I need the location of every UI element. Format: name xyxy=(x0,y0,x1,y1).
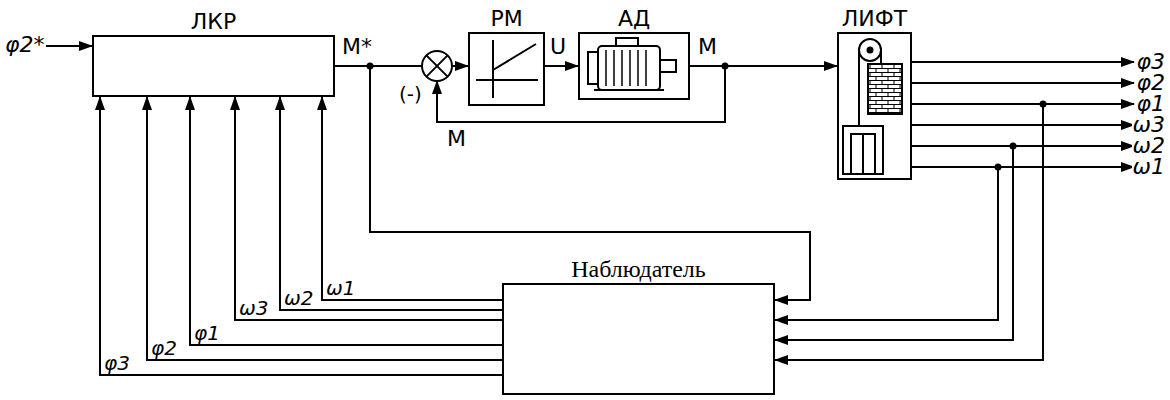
lift-illustration xyxy=(868,48,873,53)
output-signal-lines xyxy=(912,82,1134,84)
output-signal-lines xyxy=(912,61,1134,63)
signal-name: φ2 xyxy=(150,338,178,358)
signal-name: φ2 xyxy=(1135,72,1166,94)
observer-box: Наблюдатель xyxy=(502,283,775,395)
summing-junction xyxy=(426,55,447,76)
motor-symbol xyxy=(588,38,676,90)
regulator-characteristic xyxy=(493,44,536,70)
signal-name: φ1 xyxy=(193,323,221,343)
motor-box: АД xyxy=(578,32,690,100)
motor-symbol xyxy=(598,46,660,90)
input-arrow xyxy=(46,45,92,47)
lift-illustration xyxy=(862,134,864,174)
block-title: РМ xyxy=(490,7,522,31)
output-signal-lines xyxy=(912,103,1134,105)
lift-illustration xyxy=(843,39,902,174)
lift-illustration xyxy=(868,64,902,114)
motor-symbol xyxy=(594,89,664,91)
signal-connector xyxy=(775,146,1013,340)
signal-connector xyxy=(775,104,1043,360)
input-arrow xyxy=(46,46,92,47)
signal-connector xyxy=(545,65,578,67)
signal-name: φ2* xyxy=(4,34,46,56)
signal-name: φ1 xyxy=(1135,93,1166,115)
block-title: Наблюдатель xyxy=(571,256,706,282)
output-signal-lines xyxy=(912,62,1134,167)
signal-connector xyxy=(322,97,502,300)
lift-box: ЛИФТ xyxy=(837,32,912,180)
signal-name: φ3 xyxy=(103,353,131,373)
signal-connector xyxy=(100,97,502,375)
lift-illustration xyxy=(858,50,860,126)
output-signal-lines xyxy=(912,166,1134,168)
signal-name: φ3 xyxy=(1135,51,1166,73)
signal-connector xyxy=(335,66,810,300)
signal-connector xyxy=(775,167,998,320)
block-title: ЛКР xyxy=(191,10,236,34)
junction-dot xyxy=(722,63,729,70)
controller-box: ЛКР xyxy=(92,35,335,97)
signal-name: (-) xyxy=(398,84,423,104)
signal-name: U xyxy=(549,36,567,58)
summing-junction xyxy=(422,51,452,81)
regulator-box: РМ xyxy=(468,32,545,106)
feedback-wire xyxy=(437,66,725,122)
signal-connector xyxy=(235,97,502,320)
signal-name: ω3 xyxy=(1132,114,1166,136)
lift-illustration xyxy=(843,126,883,174)
output-signal-lines xyxy=(912,145,1134,147)
signal-name: M* xyxy=(341,36,373,58)
summing-junction xyxy=(426,55,447,76)
signal-name: M xyxy=(697,36,718,58)
regulator-characteristic xyxy=(476,40,538,98)
junction-dot xyxy=(367,63,374,70)
signal-name: ω2 xyxy=(1132,135,1166,157)
signal-name: M xyxy=(446,128,467,150)
motor-symbol xyxy=(588,52,598,84)
regulator-characteristic xyxy=(476,79,538,81)
signal-connector xyxy=(690,65,837,67)
motor-symbol xyxy=(606,50,646,86)
signal-connector xyxy=(190,97,502,345)
lift-illustration xyxy=(859,39,881,61)
signal-connector xyxy=(280,97,502,310)
signal-name: ω2 xyxy=(283,288,314,308)
summing-junction xyxy=(422,51,452,81)
block-title: АД xyxy=(618,7,650,31)
output-signal-lines xyxy=(912,124,1134,126)
feedback-wire xyxy=(437,66,725,122)
signal-name: ω1 xyxy=(325,278,356,298)
signal-connector xyxy=(147,97,502,360)
motor-symbol xyxy=(616,38,638,46)
signal-name: ω1 xyxy=(1132,156,1166,178)
signal-name: ω3 xyxy=(238,298,269,318)
block-title: ЛИФТ xyxy=(842,7,907,31)
lift-illustration xyxy=(851,134,875,174)
motor-symbol xyxy=(660,60,676,72)
